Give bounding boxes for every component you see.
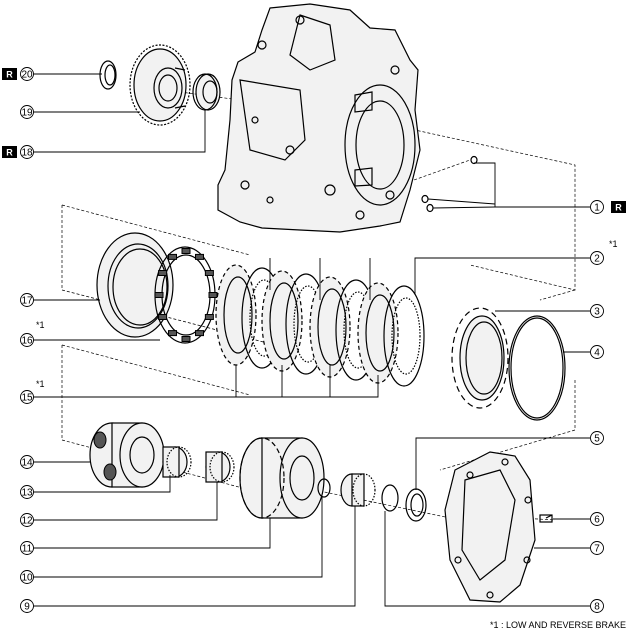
replace-mark: R [6, 70, 13, 80]
end-cover [444, 451, 536, 603]
callout-number: 19 [21, 108, 33, 119]
callout-3: 3 [590, 304, 604, 318]
clutch-plates [215, 264, 425, 387]
callout-number: 15 [21, 393, 33, 404]
clutch-hub [451, 307, 509, 409]
needle-bearings [162, 446, 235, 483]
thrust-washer [317, 478, 331, 498]
plate-inner-edge [365, 294, 395, 372]
spring-stud [208, 292, 218, 298]
spring-stud [154, 292, 164, 298]
spring-stud [195, 330, 204, 337]
callout-10: 10 [20, 570, 34, 584]
plate-inner-edge [269, 282, 299, 360]
callout-7: 7 [590, 541, 604, 555]
callout-number: 14 [21, 458, 33, 469]
spring-stud [204, 314, 214, 320]
clutch-drum [239, 437, 325, 519]
plate-inner-edge [223, 276, 253, 354]
callout-number: 3 [594, 307, 600, 318]
callout-number: 4 [594, 348, 600, 359]
callout-number: 5 [594, 434, 600, 445]
spring-stud [204, 270, 214, 276]
replace-mark: R [6, 148, 13, 158]
callout-number: 7 [594, 544, 600, 555]
callout-19: 19 [20, 105, 34, 119]
transaxle-case [217, 3, 421, 233]
callout-number: 10 [21, 573, 33, 584]
plate-inner-edge [391, 297, 421, 375]
callout-number: 17 [21, 296, 33, 307]
drive-plate [215, 264, 257, 366]
note-marker: *1 [36, 320, 45, 330]
spring-stud [195, 253, 204, 260]
return-spring [154, 246, 218, 344]
plate-inner-edge [317, 288, 347, 366]
spring-stud [168, 330, 177, 337]
spring-stud [158, 314, 168, 320]
callout-11: 11 [20, 541, 34, 555]
spring-stud [181, 248, 191, 254]
o-rings [421, 155, 478, 213]
callout-18: R 18 [2, 145, 34, 159]
callout-6: 6 [590, 512, 604, 526]
drive-plate [357, 282, 399, 384]
callout-number: 8 [594, 602, 600, 613]
callout-number: 11 [22, 544, 33, 555]
note-marker: *1 [609, 239, 618, 249]
washers [381, 484, 427, 522]
callout-number: 6 [594, 515, 600, 526]
callout-20: R 20 [2, 67, 34, 81]
callout-17: 17 [20, 293, 34, 307]
callout-15: *1 15 [20, 379, 45, 404]
callout-5: 5 [590, 431, 604, 445]
spring-stud [158, 270, 168, 276]
replace-mark: R [615, 203, 622, 213]
bearing [192, 73, 221, 111]
callout-number: 18 [21, 148, 33, 159]
planetary-carrier [89, 422, 165, 488]
callout-16: *1 16 [20, 320, 45, 347]
callout-14: 14 [20, 455, 34, 469]
drive-plate [309, 276, 351, 378]
callout-labels: R 20 19 R 18 17 *1 16 *1 15 [2, 67, 626, 613]
callout-number: 20 [21, 70, 33, 81]
callout-1: 1 R [590, 200, 626, 214]
spring-stud [168, 253, 177, 260]
callout-number: 12 [21, 516, 33, 527]
callout-13: 13 [20, 485, 34, 499]
driven-plate [383, 285, 425, 387]
snap-ring [99, 60, 117, 90]
callout-8: 8 [590, 599, 604, 613]
drive-plate [261, 270, 303, 372]
callout-number: 16 [21, 336, 33, 347]
idler-gear [129, 44, 191, 126]
callout-number: 13 [21, 488, 33, 499]
callout-number: 2 [594, 254, 600, 265]
callout-12: 12 [20, 513, 34, 527]
footnote: *1 : LOW AND REVERSE BRAKE [490, 620, 626, 630]
callout-number: 9 [24, 602, 30, 613]
callout-2: *1 2 [590, 239, 618, 265]
note-marker: *1 [36, 379, 45, 389]
spring-stud [181, 336, 191, 342]
callout-4: 4 [590, 345, 604, 359]
piston [96, 232, 174, 338]
bolt [539, 514, 553, 523]
leader-lines [30, 73, 590, 607]
large-snap-ring [508, 315, 566, 421]
sun-gear [340, 473, 376, 507]
callout-9: 9 [20, 599, 34, 613]
callout-number: 1 [594, 203, 600, 214]
